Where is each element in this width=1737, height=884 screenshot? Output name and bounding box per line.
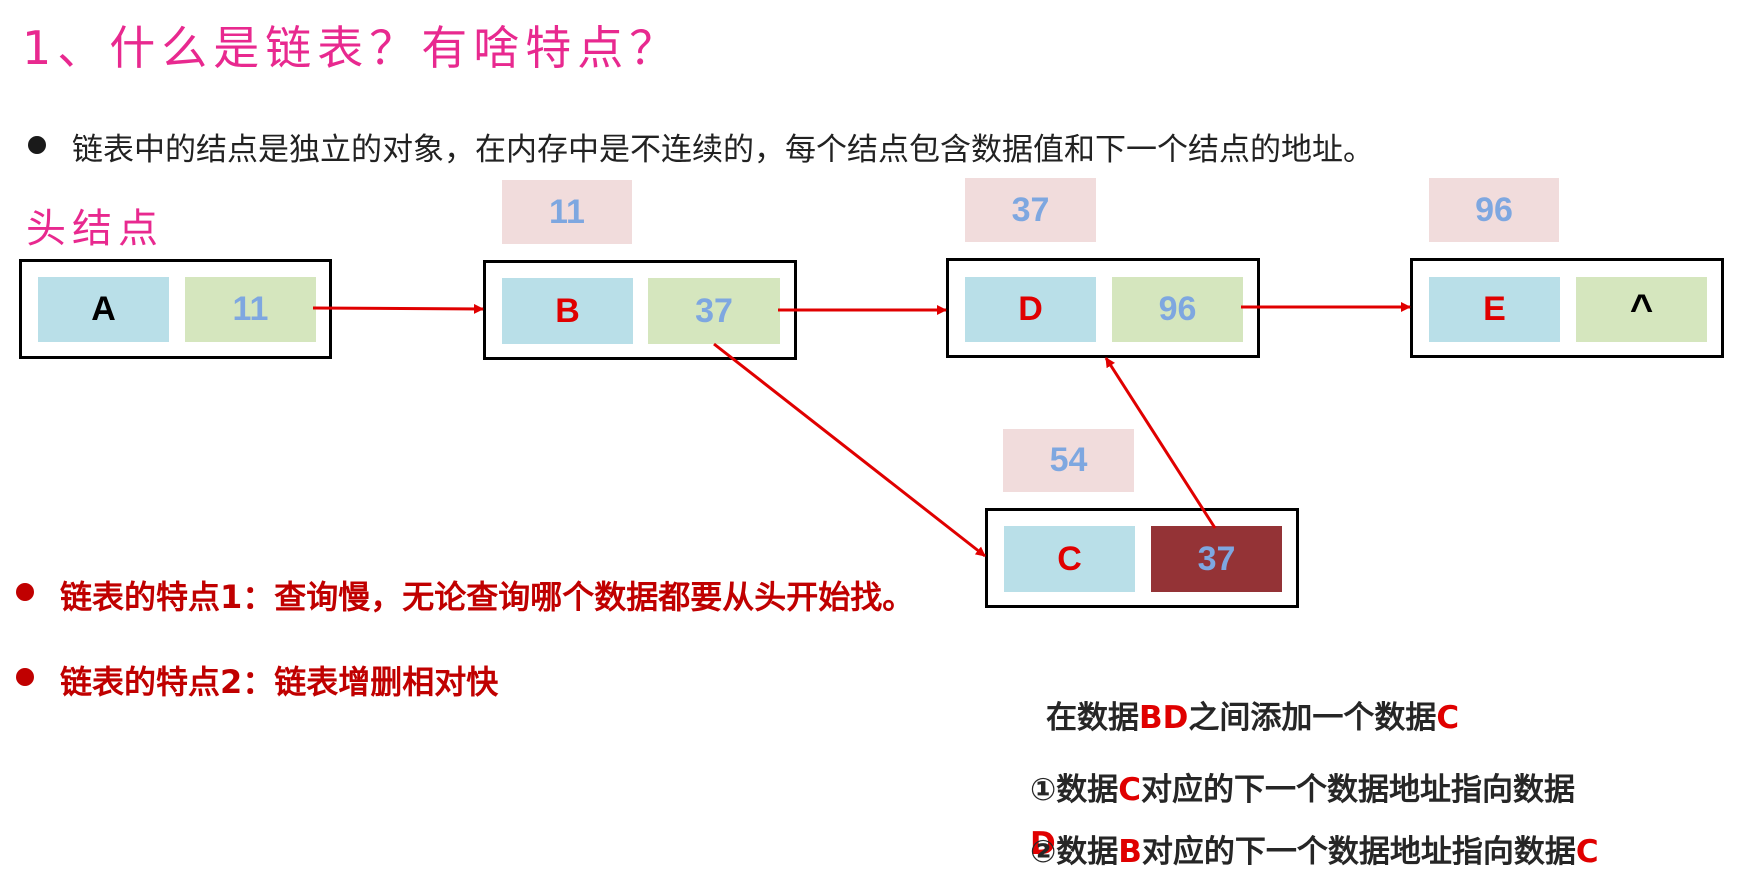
node-d: D 96 (946, 258, 1260, 358)
node-d-address: 37 (965, 178, 1096, 242)
arrow-c-to-d (1104, 357, 1217, 529)
node-e-address: 96 (1429, 178, 1559, 242)
bullet-icon (16, 668, 34, 686)
insert-note-text: 之间添加一个数据 (1188, 700, 1437, 736)
step-1-text: ①数据 (1030, 772, 1119, 808)
node-b-data: B (502, 278, 633, 344)
insert-note-highlight: C (1436, 700, 1460, 736)
node-e: E ^ (1410, 258, 1724, 358)
insert-note: 在数据BD之间添加一个数据C (1046, 692, 1459, 737)
feature-2: 链表的特点2：链表增删相对快 (60, 663, 499, 701)
step-1-overlap-letter: D (1030, 826, 1056, 862)
node-b-address: 11 (502, 180, 632, 244)
step-1-highlight: C (1118, 772, 1142, 808)
step-2-text: ②数据 (1030, 834, 1119, 870)
node-d-next-pointer: 96 (1112, 277, 1243, 342)
node-c-next-pointer: 37 (1151, 526, 1282, 592)
step-1: ①数据C对应的下一个数据地址指向数据 (1030, 764, 1575, 809)
insert-note-text: 在数据 (1046, 700, 1139, 736)
bullet-icon (28, 136, 46, 154)
head-node-label: 头结点 (26, 206, 164, 252)
bullet-icon (16, 583, 34, 601)
intro-text: 链表中的结点是独立的对象，在内存中是不连续的，每个结点包含数据值和下一个结点的地… (72, 132, 1374, 168)
node-c-address: 54 (1003, 429, 1134, 492)
node-b: B 37 (483, 260, 797, 360)
arrow-b-to-c (713, 342, 986, 558)
node-b-next-pointer: 37 (648, 278, 780, 344)
node-e-data: E (1429, 277, 1560, 342)
arrow-a-to-b (312, 303, 484, 314)
node-c: C 37 (985, 508, 1299, 608)
node-a-data: A (38, 277, 169, 342)
node-e-null-pointer: ^ (1576, 277, 1707, 342)
node-a-next-pointer: 11 (185, 277, 316, 342)
insert-note-highlight: BD (1139, 700, 1189, 736)
step-2-highlight: B (1118, 834, 1142, 870)
node-c-data: C (1004, 526, 1135, 592)
step-2-highlight: C (1575, 834, 1599, 870)
feature-1: 链表的特点1：查询慢，无论查询哪个数据都要从头开始找。 (60, 578, 915, 616)
node-a: A 11 (19, 259, 332, 359)
page-title: 1、什么是链表？有啥特点？ (22, 21, 682, 75)
node-d-data: D (965, 277, 1096, 342)
step-1-text: 对应的下一个数据地址指向数据 (1141, 772, 1576, 808)
step-2-text: 对应的下一个数据地址指向数据 (1141, 834, 1576, 870)
step-2: ②数据B对应的下一个数据地址指向数据C (1030, 826, 1599, 871)
